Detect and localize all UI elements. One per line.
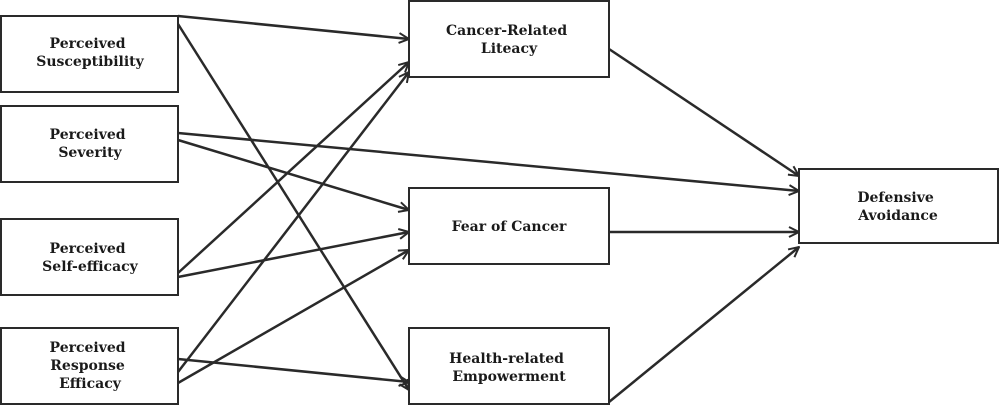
label-line: Defensive xyxy=(857,190,933,206)
arrow-health-related-empowerment-to-defensive-avoidance xyxy=(608,247,799,403)
node-cancer-related-literacy: Cancer-Related Liteacy xyxy=(408,0,610,78)
node-perceived-susceptibility: Perceived Susceptibility xyxy=(0,15,179,93)
node-label: Perceived Susceptibility xyxy=(36,36,144,70)
node-perceived-self-efficacy: Perceived Self-efficacy xyxy=(0,218,179,296)
node-label: Defensive Avoidance xyxy=(857,190,938,224)
label-line: Liteacy xyxy=(481,41,538,57)
arrow-perceived-self-efficacy-to-cancer-related-literacy xyxy=(177,62,409,274)
node-label: Perceived Self-efficacy xyxy=(42,241,139,275)
arrow-cancer-related-literacy-to-defensive-avoidance xyxy=(608,47,799,176)
arrow-perceived-self-efficacy-to-fear-of-cancer xyxy=(177,232,409,279)
node-label: Perceived Response Efficacy xyxy=(50,340,131,392)
arrow-perceived-severity-to-defensive-avoidance xyxy=(177,131,799,191)
node-box xyxy=(0,15,179,93)
label-line: Avoidance xyxy=(857,208,938,224)
node-label: Health-related Empowerment xyxy=(449,351,569,385)
arrow-perceived-susceptibility-to-cancer-related-literacy xyxy=(177,14,409,39)
edges-layer xyxy=(176,14,799,403)
label-line: Efficacy xyxy=(59,376,122,392)
node-fear-of-cancer: Fear of Cancer xyxy=(408,187,610,265)
node-box xyxy=(408,0,610,78)
arrow-perceived-severity-to-fear-of-cancer xyxy=(177,138,409,210)
arrow-perceived-response-efficacy-to-fear-of-cancer xyxy=(177,250,409,385)
arrow-perceived-susceptibility-to-health-related-empowerment xyxy=(176,23,409,390)
label-line: Empowerment xyxy=(452,369,566,385)
node-box xyxy=(798,168,999,244)
label-line: Perceived xyxy=(50,340,126,356)
label-line: Self-efficacy xyxy=(42,259,139,275)
label-line: Perceived xyxy=(50,241,126,257)
node-label: Fear of Cancer xyxy=(452,219,567,235)
node-perceived-response-efficacy: Perceived Response Efficacy xyxy=(0,327,179,405)
label-line: Health-related xyxy=(449,351,564,367)
node-label: Perceived Severity xyxy=(50,127,131,161)
label-line: Response xyxy=(50,358,125,374)
node-box xyxy=(0,327,179,405)
node-box xyxy=(408,327,610,405)
node-health-related-empowerment: Health-related Empowerment xyxy=(408,327,610,405)
label-line: Susceptibility xyxy=(36,54,144,70)
label-line: Severity xyxy=(58,145,122,161)
label-line: Fear of Cancer xyxy=(452,219,567,235)
node-label: Cancer-Related Liteacy xyxy=(446,23,572,57)
node-box xyxy=(408,187,610,265)
arrow-perceived-response-efficacy-to-cancer-related-literacy xyxy=(177,72,409,373)
label-line: Cancer-Related xyxy=(446,23,567,39)
arrow-perceived-response-efficacy-to-health-related-empowerment xyxy=(177,357,409,382)
node-defensive-avoidance: Defensive Avoidance xyxy=(798,168,999,244)
node-perceived-severity: Perceived Severity xyxy=(0,105,179,183)
label-line: Perceived xyxy=(50,36,126,52)
label-line: Perceived xyxy=(50,127,126,143)
node-box xyxy=(0,218,179,296)
node-box xyxy=(0,105,179,183)
